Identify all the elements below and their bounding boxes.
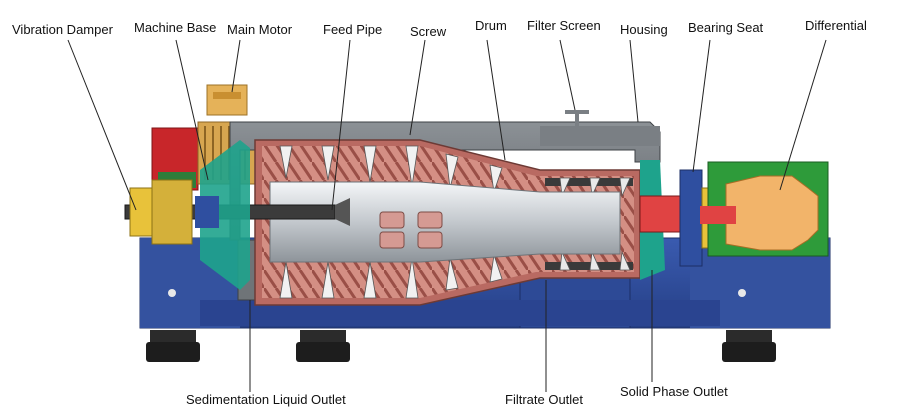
label-filter-screen: Filter Screen [527, 18, 601, 33]
label-sedimentation-liquid-outlet: Sedimentation Liquid Outlet [186, 392, 346, 407]
differential [700, 161, 829, 257]
leader-screw [409, 39, 426, 136]
label-differential: Differential [805, 18, 867, 33]
label-vibration-damper: Vibration Damper [12, 22, 113, 37]
leader-machine-base [175, 39, 209, 181]
label-main-motor: Main Motor [227, 22, 293, 37]
screw [279, 145, 503, 299]
label-filtrate-outlet: Filtrate Outlet [505, 392, 584, 407]
leader-vibration-damper [67, 39, 137, 211]
label-solid-phase-outlet: Solid Phase Outlet [620, 384, 728, 399]
label-drum: Drum [475, 18, 507, 33]
label-screw: Screw [410, 24, 447, 39]
left-bearing-assembly [129, 140, 250, 290]
leader-main-motor [231, 39, 241, 93]
label-feed-pipe: Feed Pipe [323, 22, 383, 37]
leader-filter-screen [559, 39, 576, 111]
leader-bearing-seat [692, 39, 711, 173]
conveyor-hub [269, 181, 621, 263]
leader-lines [67, 39, 827, 392]
leader-feed-pipe [331, 39, 351, 211]
label-machine-base: Machine Base [134, 20, 217, 35]
label-housing: Housing [620, 22, 668, 37]
label-bearing-seat: Bearing Seat [688, 20, 764, 35]
leader-differential [779, 39, 827, 191]
leader-drum [486, 39, 506, 161]
leader-housing [629, 39, 639, 123]
vibration-damper-feet [146, 330, 776, 362]
